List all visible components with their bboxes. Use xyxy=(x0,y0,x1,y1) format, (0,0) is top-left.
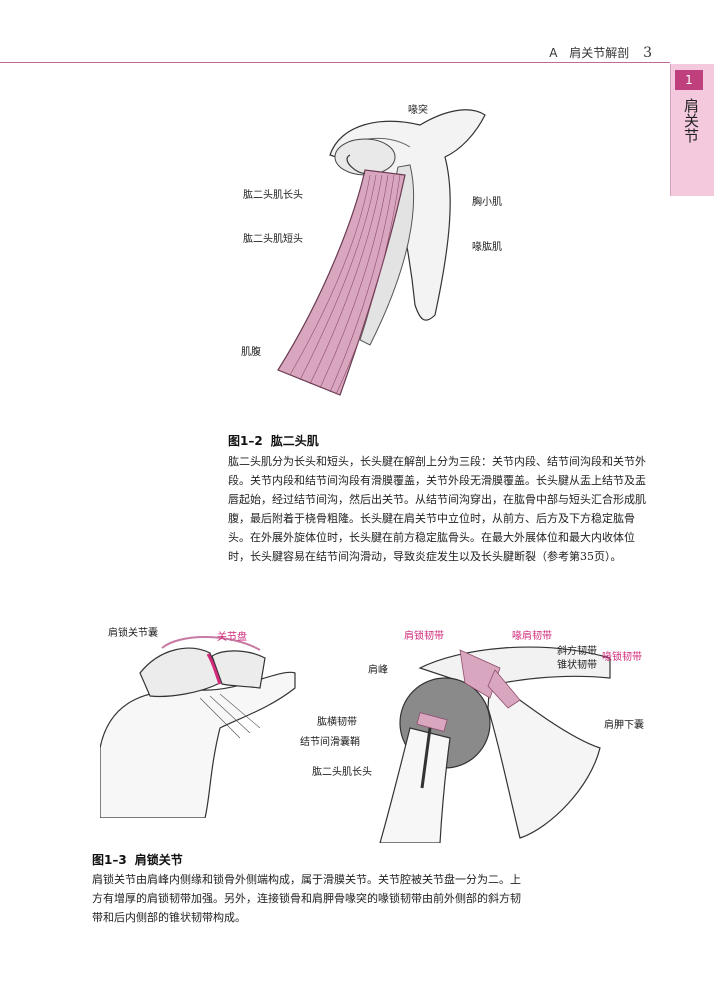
label-coracoid: 喙突 xyxy=(408,105,428,116)
label-disc: 关节盘 xyxy=(217,632,247,643)
label-coracobrachialis: 喙肱肌 xyxy=(472,242,502,253)
label-bicipital-sheath: 结节间滑囊鞘 xyxy=(300,737,360,748)
figure-1-3-caption-title: 图1–3 肩锁关节 xyxy=(92,851,183,868)
label-transverse-ligament: 肱横韧带 xyxy=(317,717,357,728)
label-trapezoid: 斜方韧带 xyxy=(557,646,597,657)
figure-1-3-right-illustration xyxy=(370,628,620,843)
figure-1-2-caption-body: 肱二头肌分为长头和短头，长头腱在解剖上分为三段：关节内段、结节间沟段和关节外段。… xyxy=(228,455,646,563)
figure-1-2-number: 图1–2 xyxy=(228,434,263,448)
chapter-side-tab: 1 肩关节 xyxy=(670,64,714,196)
label-short-head: 肱二头肌短头 xyxy=(243,234,303,245)
header-section-letter: A xyxy=(549,46,558,60)
label-coracoclavicular: 喙锁韧带 xyxy=(602,652,642,663)
label-ac-ligament: 肩锁韧带 xyxy=(404,631,444,642)
header-rule xyxy=(0,62,670,63)
figure-1-2-illustration xyxy=(270,95,510,405)
label-pec-minor: 胸小肌 xyxy=(472,197,502,208)
label-conoid: 锥状韧带 xyxy=(557,660,597,671)
label-long-head: 肱二头肌长头 xyxy=(243,190,303,201)
chapter-label: 肩关节 xyxy=(682,98,700,143)
figure-1-3-title: 肩锁关节 xyxy=(134,853,183,867)
figure-1-2-title: 肱二头肌 xyxy=(270,434,319,448)
page-number: 3 xyxy=(643,45,652,61)
chapter-number: 1 xyxy=(675,70,703,90)
label-subscapular-bursa: 肩胛下囊 xyxy=(604,720,644,731)
figure-1-3-number: 图1–3 xyxy=(92,853,127,867)
label-belly: 肌腹 xyxy=(241,347,261,358)
label-ac-capsule: 肩锁关节囊 xyxy=(108,628,158,639)
figure-1-2-caption-title: 图1–2 肱二头肌 xyxy=(228,432,319,449)
label-coracoacromial-ligament: 喙肩韧带 xyxy=(512,631,552,642)
label-biceps-long-head: 肱二头肌长头 xyxy=(312,767,372,778)
label-acromion: 肩峰 xyxy=(368,665,388,676)
figure-1-3-caption-body: 肩锁关节由肩峰内侧缘和锁骨外侧端构成，属于滑膜关节。关节腔被关节盘一分为二。上方… xyxy=(92,873,521,924)
figure-1-3-left-illustration xyxy=(100,628,300,818)
running-header: A 肩关节解剖 3 xyxy=(549,44,652,61)
header-title: 肩关节解剖 xyxy=(569,46,630,60)
